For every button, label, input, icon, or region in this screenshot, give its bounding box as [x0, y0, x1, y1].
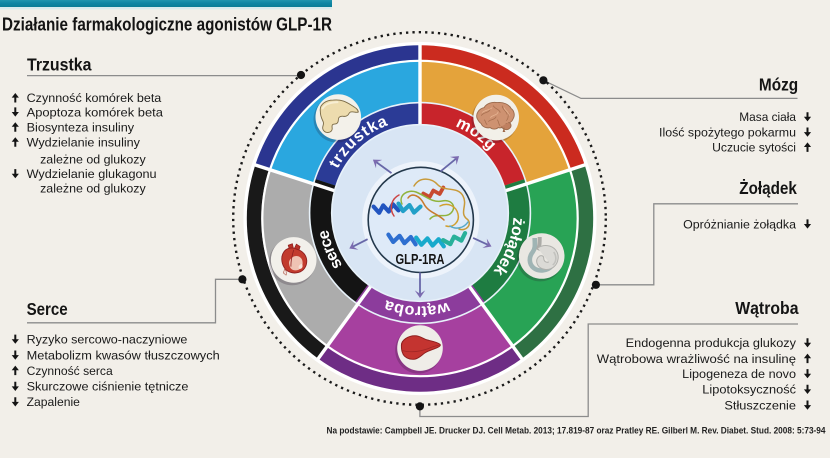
svg-text:Serce: Serce — [27, 299, 68, 319]
svg-text:GLP-1RA: GLP-1RA — [396, 252, 445, 268]
svg-text:Lipotoksyczność: Lipotoksyczność — [702, 383, 796, 397]
svg-text:Stłuszczenie: Stłuszczenie — [724, 398, 796, 412]
svg-text:Mózg: Mózg — [759, 75, 798, 95]
svg-text:Wydzielanie insuliny: Wydzielanie insuliny — [27, 135, 141, 149]
svg-text:Skurczowe ciśnienie tętnicze: Skurczowe ciśnienie tętnicze — [27, 380, 189, 394]
svg-text:Wydzielanie glukagonu: Wydzielanie glukagonu — [27, 167, 157, 181]
svg-text:Zapalenie: Zapalenie — [27, 395, 80, 409]
svg-text:Apoptoza komórek beta: Apoptoza komórek beta — [27, 105, 163, 119]
svg-text:Działanie farmakologiczne agon: Działanie farmakologiczne agonistów GLP-… — [2, 15, 332, 35]
svg-text:Biosynteza insuliny: Biosynteza insuliny — [27, 120, 135, 134]
svg-text:Masa ciała: Masa ciała — [739, 110, 796, 124]
svg-text:Czynność serca: Czynność serca — [27, 364, 113, 378]
svg-text:Metabolizm kwasów tłuszczowych: Metabolizm kwasów tłuszczowych — [27, 348, 220, 362]
svg-text:Lipogeneza de novo: Lipogeneza de novo — [682, 367, 796, 381]
svg-text:Wątrobowa wrażliwość na insuli: Wątrobowa wrażliwość na insulinę — [597, 352, 796, 366]
svg-text:Endogenna produkcja glukozy: Endogenna produkcja glukozy — [626, 336, 797, 350]
svg-text:Trzustka: Trzustka — [27, 55, 92, 75]
svg-text:zależne od glukozy: zależne od glukozy — [40, 182, 146, 196]
svg-text:Uczucie sytości: Uczucie sytości — [712, 141, 796, 155]
svg-text:Na podstawie: Campbell JE. Dru: Na podstawie: Campbell JE. Drucker DJ. C… — [327, 426, 826, 436]
svg-text:Wątroba: Wątroba — [735, 298, 799, 318]
svg-text:Żołądek: Żołądek — [739, 178, 797, 198]
svg-text:zależne od glukozy: zależne od glukozy — [40, 152, 146, 166]
svg-text:Ryzyko sercowo-naczyniowe: Ryzyko sercowo-naczyniowe — [27, 333, 188, 347]
svg-text:Opróżnianie żołądka: Opróżnianie żołądka — [683, 217, 796, 231]
svg-text:Ilość spożytego pokarmu: Ilość spożytego pokarmu — [659, 125, 796, 139]
svg-text:Czynność komórek beta: Czynność komórek beta — [27, 91, 162, 105]
